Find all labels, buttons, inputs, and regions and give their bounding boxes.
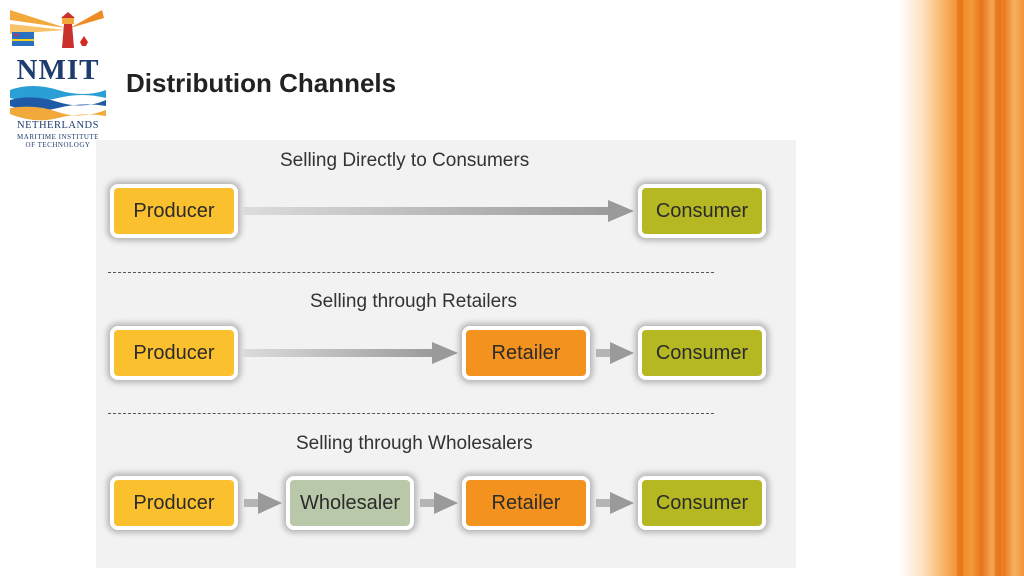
divider — [108, 272, 714, 273]
orange-side-decoration — [899, 0, 1024, 576]
nmit-logo: NMIT NETHERLANDS MARITIME INSTITUTE OF T… — [6, 6, 110, 149]
logo-wordmark: NMIT — [16, 54, 100, 86]
divider — [108, 413, 714, 414]
channel-3-retailer-node: Retailer — [462, 476, 590, 530]
channel-1-title: Selling Directly to Consumers — [280, 150, 530, 171]
long-arrow-icon — [242, 342, 458, 364]
logo-subtitle-line2: OF TECHNOLOGY — [25, 141, 91, 149]
logo-subtitle-line1: MARITIME INSTITUTE — [17, 133, 99, 141]
logo-country: NETHERLANDS — [17, 120, 99, 131]
slide-title: Distribution Channels — [126, 68, 397, 98]
channel-3-producer-node: Producer — [110, 476, 238, 530]
channel-1-consumer-node: Consumer — [638, 184, 766, 238]
channel-1-producer-node: Producer — [110, 184, 238, 238]
lighthouse-logo-icon — [10, 10, 106, 121]
long-arrow-icon — [242, 200, 634, 222]
channel-3-title: Selling through Wholesalers — [296, 433, 533, 454]
short-arrow-icon — [244, 492, 282, 514]
channel-2-consumer-node: Consumer — [638, 326, 766, 380]
channel-3-consumer-node: Consumer — [638, 476, 766, 530]
channel-2-producer-node: Producer — [110, 326, 238, 380]
short-arrow-icon — [596, 492, 634, 514]
channel-3-wholesaler-node: Wholesaler — [286, 476, 414, 530]
channel-2-retailer-node: Retailer — [462, 326, 590, 380]
distribution-channels-diagram: Selling Directly to Consumers Producer C… — [96, 140, 796, 568]
channel-2-title: Selling through Retailers — [310, 291, 518, 312]
short-arrow-icon — [420, 492, 458, 514]
short-arrow-icon — [596, 342, 634, 364]
